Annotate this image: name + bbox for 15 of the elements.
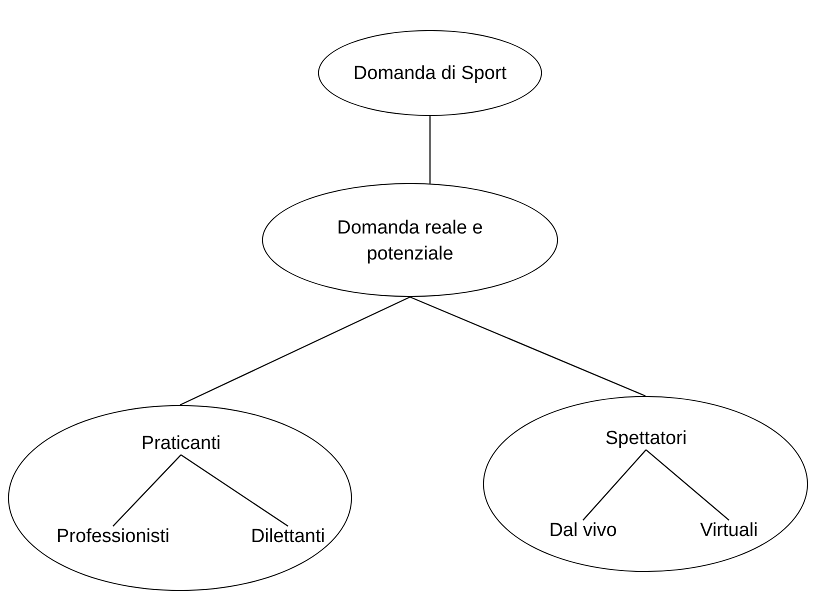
node-label: Professionisti <box>56 524 170 550</box>
connector-line <box>180 454 288 527</box>
node-label: Spettatori <box>605 426 687 452</box>
node-label: Domanda di Sport <box>353 62 507 86</box>
node-label: Dal vivo <box>549 518 617 544</box>
connector-line <box>410 296 646 397</box>
connector-line <box>582 449 646 521</box>
node-label: Dilettanti <box>251 524 325 550</box>
connector-line <box>112 454 182 527</box>
connector-line <box>429 116 431 184</box>
node-label: Domanda reale e potenziale <box>336 216 484 266</box>
node-label: Praticanti <box>141 431 221 457</box>
connector-line <box>180 296 410 406</box>
node-label: Virtuali <box>700 518 758 544</box>
connector-line <box>646 449 730 521</box>
